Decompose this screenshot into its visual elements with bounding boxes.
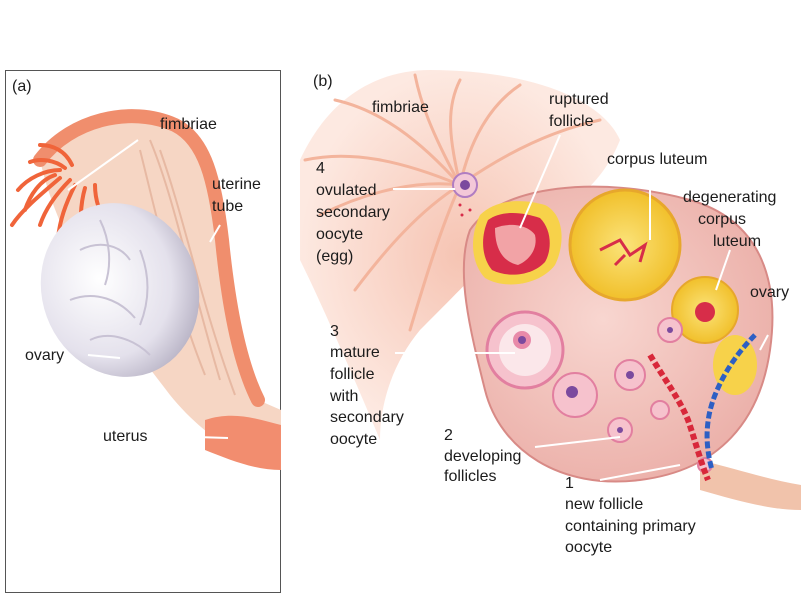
label-developing-line2: follicles: [444, 466, 496, 488]
label-ovary-a: ovary: [25, 345, 64, 367]
label-mature-line4: secondary: [330, 407, 404, 429]
panel-a-illustration: [12, 116, 281, 470]
ovarian-ligament: [700, 460, 801, 510]
label-fimbriae-b: fimbriae: [372, 97, 429, 119]
label-new-follicle-line2: containing primary: [565, 516, 696, 538]
label-oocyte-line3: oocyte: [316, 224, 363, 246]
label-degenerating-line2: corpus: [698, 209, 746, 231]
corpus-luteum: [570, 190, 680, 300]
ruptured-follicle: [473, 201, 562, 284]
label-mature-line1: mature: [330, 342, 380, 364]
panel-b-tag: (b): [313, 71, 333, 93]
label-ovary-b: ovary: [750, 282, 789, 304]
label-fimbriae-a: fimbriae: [160, 114, 217, 136]
label-oocyte-step: 4: [316, 158, 325, 180]
label-oocyte-line4: (egg): [316, 246, 353, 268]
label-mature-line5: oocyte: [330, 429, 377, 451]
label-developing-step: 2: [444, 425, 453, 447]
label-mature-step: 3: [330, 321, 339, 343]
label-uterine-tube-line2: tube: [212, 196, 243, 218]
label-mature-line2: follicle: [330, 364, 374, 386]
label-mature-line3: with: [330, 386, 358, 408]
label-corpus-luteum: corpus luteum: [607, 149, 708, 171]
panel-a-tag: (a): [12, 76, 32, 98]
label-ruptured-follicle-line2: follicle: [549, 111, 593, 133]
label-degenerating-line1: degenerating: [683, 187, 776, 209]
label-new-follicle-line3: oocyte: [565, 537, 612, 559]
label-degenerating-line3: luteum: [713, 231, 761, 253]
mature-follicle: [487, 312, 563, 388]
label-oocyte-line1: ovulated: [316, 180, 377, 202]
label-uterine-tube-line1: uterine: [212, 174, 261, 196]
label-developing-line1: developing: [444, 446, 521, 468]
label-oocyte-line2: secondary: [316, 202, 390, 224]
label-new-follicle-step: 1: [565, 473, 574, 495]
label-uterus: uterus: [103, 426, 147, 448]
label-ruptured-follicle-line1: ruptured: [549, 89, 609, 111]
uterus-stub: [205, 416, 281, 470]
label-new-follicle-line1: new follicle: [565, 494, 643, 516]
